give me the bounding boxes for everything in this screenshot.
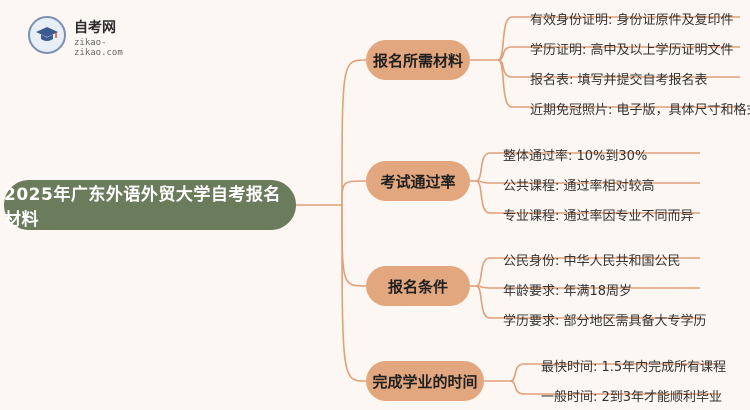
logo-domain: zikao-zikao.com <box>74 38 123 58</box>
leaf-connector <box>475 180 700 214</box>
logo-title: 自考网 <box>74 20 116 36</box>
leaf-item: 公民身份: 中华人民共和国公民 <box>503 254 681 269</box>
branch-pass-rate: 考试通过率 <box>366 161 470 201</box>
leaf-item: 有效身份证明: 身份证原件及复印件 <box>530 13 734 28</box>
leaf-item: 近期免冠照片: 电子版，具体尺寸和格式 <box>530 103 750 118</box>
leaf-connector <box>509 363 720 382</box>
branch-connector <box>341 59 367 206</box>
leaf-connector <box>475 257 700 287</box>
leaf-connector <box>509 380 720 395</box>
branch-requirements: 报名条件 <box>366 266 470 306</box>
leaf-connector <box>475 152 700 182</box>
leaf-item: 整体通过率: 10%到30% <box>503 149 648 164</box>
leaf-connector <box>497 16 740 61</box>
branch-connector <box>341 204 367 382</box>
branch-connector <box>341 204 367 287</box>
leaf-item: 最快时间: 1.5年内完成所有课程 <box>541 360 727 375</box>
leaf-item: 公共课程: 通过率相对较高 <box>503 179 655 194</box>
leaf-item: 专业课程: 通过率因专业不同而异 <box>503 209 694 224</box>
leaf-item: 学历证明: 高中及以上学历证明文件 <box>530 43 734 58</box>
branch-connector <box>341 180 367 206</box>
leaf-item: 年龄要求: 年满18周岁 <box>503 284 633 299</box>
leaf-connector <box>475 285 700 319</box>
leaf-item: 报名表: 填写并提交自考报名表 <box>530 73 708 88</box>
graduation-cap-icon <box>28 16 66 54</box>
branch-required-materials: 报名所需材料 <box>366 40 470 80</box>
site-logo: 自考网 zikao-zikao.com <box>28 14 148 58</box>
leaf-connector <box>497 59 740 108</box>
branch-completion-time: 完成学业的时间 <box>366 361 484 401</box>
leaf-connector <box>497 46 740 61</box>
leaf-item: 一般时间: 2到3年才能顺利毕业 <box>541 390 723 405</box>
root-node: 2025年广东外语外贸大学自考报名材料 <box>4 180 296 230</box>
leaf-item: 学历要求: 部分地区需具备大专学历 <box>503 314 707 329</box>
